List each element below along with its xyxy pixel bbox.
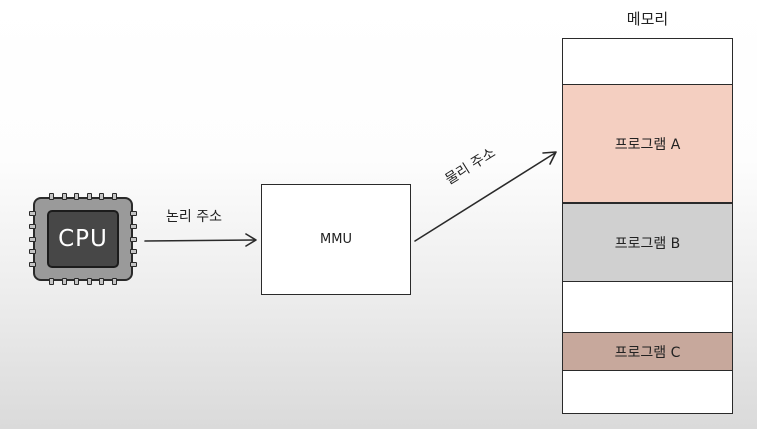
cpu-pin	[74, 193, 80, 200]
cpu-pin	[130, 223, 137, 229]
cpu-pin	[49, 193, 54, 200]
cpu-pin	[29, 262, 36, 267]
cpu-pin	[99, 278, 105, 285]
cpu-pin	[130, 249, 137, 255]
cpu-core: CPU	[47, 210, 119, 268]
cpu-pin	[61, 193, 67, 200]
memory-block-program-a: 프로그램 A	[562, 84, 733, 203]
memory-block-program-b: 프로그램 B	[562, 203, 733, 282]
physical-address-arrowhead	[542, 151, 557, 165]
cpu-pin	[49, 278, 54, 285]
cpu-pin	[29, 236, 36, 242]
cpu-pin	[86, 193, 92, 200]
logical-address-arrowhead	[245, 233, 257, 247]
mmu-box: MMU	[261, 184, 411, 295]
cpu-pin	[130, 236, 137, 242]
cpu-pin	[86, 278, 92, 285]
cpu-pin	[29, 249, 36, 255]
logical-address-label: 논리 주소	[166, 209, 222, 225]
cpu-pin	[61, 278, 67, 285]
physical-address-arrow	[414, 152, 556, 242]
program-a-label: 프로그램 A	[614, 136, 681, 153]
cpu-chip: CPU	[29, 193, 137, 285]
cpu-pin	[74, 278, 80, 285]
program-c-label: 프로그램 C	[614, 344, 681, 361]
memory-block-program-c: 프로그램 C	[562, 332, 733, 371]
program-b-label: 프로그램 B	[614, 235, 681, 252]
cpu-pin	[112, 193, 117, 200]
cpu-pin	[29, 211, 36, 216]
cpu-label: CPU	[58, 226, 108, 252]
mmu-label: MMU	[320, 232, 352, 247]
cpu-pin	[29, 223, 36, 229]
cpu-pin	[112, 278, 117, 285]
cpu-pin	[130, 262, 137, 267]
memory-title: 메모리	[626, 10, 669, 28]
logical-address-arrow	[144, 239, 256, 242]
cpu-pin	[99, 193, 105, 200]
cpu-pin	[130, 211, 137, 216]
